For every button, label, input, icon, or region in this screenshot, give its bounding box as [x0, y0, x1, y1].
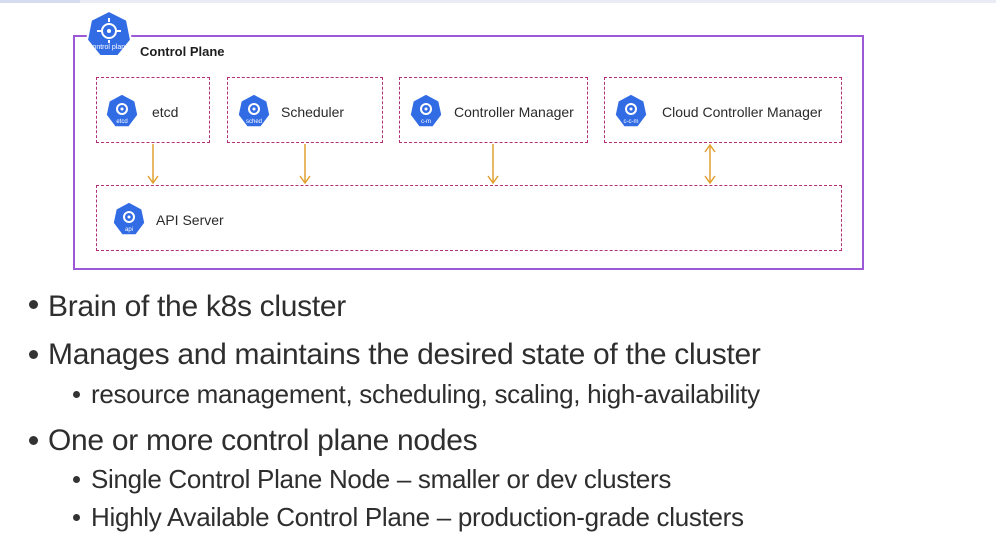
kubernetes-etcd-icon: etcd — [104, 93, 140, 129]
sub-bullet-dot — [73, 391, 80, 398]
control-plane-badge-text: control plane — [89, 44, 129, 51]
bullet-3-sub-2: Highly Available Control Plane – product… — [91, 502, 744, 532]
arrowhead-scheduler — [299, 175, 311, 185]
etcd-label: etcd — [152, 104, 179, 120]
arrowhead-cloud-down — [704, 175, 716, 185]
bullet-3-sub-1: Single Control Plane Node – smaller or d… — [91, 464, 672, 494]
etcd-box — [96, 77, 210, 143]
control-plane-frame — [73, 35, 864, 270]
bullet-3: One or more control plane nodes — [48, 424, 478, 457]
api-server-badge-text: api — [125, 227, 133, 233]
kubernetes-cloud-controller-manager-icon: c-c-m — [613, 93, 649, 129]
controller-manager-label: Controller Manager — [454, 104, 574, 120]
sub-bullet-dot — [73, 476, 80, 483]
scheduler-label: Scheduler — [281, 104, 345, 120]
controller-manager-badge-text: c-m — [421, 119, 431, 125]
bullet-2: Manages and maintains the desired state … — [48, 338, 761, 371]
kubernetes-controller-manager-icon: c-m — [408, 93, 444, 129]
api-server-box — [96, 185, 842, 251]
sub-bullet-dot — [73, 514, 80, 521]
arrowhead-cloud-up — [704, 143, 716, 153]
top-bar-accent — [0, 0, 80, 3]
arrowhead-etcd — [147, 175, 159, 185]
control-plane-title: Control Plane — [140, 44, 225, 59]
bullet-2-sub-1: resource management, scheduling, scaling… — [91, 379, 760, 409]
api-server-label: API Server — [156, 212, 224, 228]
etcd-badge-text: etcd — [116, 119, 127, 125]
bullet-dot — [29, 300, 38, 309]
kubernetes-api-server-icon: api — [111, 201, 147, 237]
scheduler-badge-text: sched — [246, 119, 262, 125]
top-bar — [0, 0, 996, 3]
bullet-dot — [29, 436, 38, 445]
kubernetes-control-plane-icon: control plane — [84, 9, 134, 59]
cloud-controller-manager-label: Cloud Controller Manager — [662, 104, 823, 120]
arrowhead-controller-manager — [487, 175, 499, 185]
cloud-controller-manager-box — [604, 77, 842, 143]
bullet-dot — [29, 350, 38, 359]
cloud-controller-manager-badge-text: c-c-m — [624, 119, 639, 125]
kubernetes-scheduler-icon: sched — [236, 93, 272, 129]
bullet-1: Brain of the k8s cluster — [48, 290, 346, 323]
